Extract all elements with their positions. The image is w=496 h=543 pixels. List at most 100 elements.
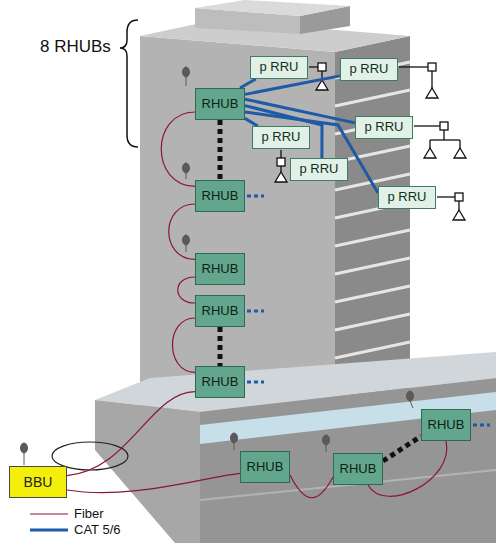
box-text: RHUB: [428, 418, 465, 433]
cat-cable-stubs: [247, 196, 490, 425]
antenna-cable: [443, 130, 444, 140]
box-text: RHUB: [202, 304, 239, 319]
cat-cable: [240, 79, 256, 88]
prru-box: p RRU: [252, 126, 310, 149]
box-text: RHUB: [202, 262, 239, 277]
box-text: RHUB: [202, 189, 239, 204]
box-text: RHUB: [202, 375, 239, 390]
bracket: [120, 20, 138, 147]
splitter: [455, 193, 463, 201]
power-plug-cord: [24, 453, 25, 465]
rhub-box: RHUB: [421, 409, 471, 441]
splitter: [318, 63, 326, 71]
podium-glass-band: [200, 392, 496, 444]
power-plug-cord: [326, 445, 327, 452]
fiber-cable: [173, 318, 196, 372]
box-text: RHUB: [202, 97, 239, 112]
splitter: [277, 158, 285, 166]
power-plug-cord: [234, 443, 235, 450]
box-text: BBU: [24, 474, 53, 490]
splitter: [428, 63, 436, 71]
antenna-cable: [399, 66, 428, 67]
floor-stripe: [335, 342, 410, 358]
fiber-cable: [67, 473, 240, 492]
power-plug-cord: [186, 77, 187, 86]
fiber-cable: [161, 112, 195, 186]
antenna-cable: [458, 201, 459, 210]
legend-text: CAT 5/6: [74, 522, 120, 537]
penthouse-roof: [195, 0, 350, 16]
floor-stripe: [335, 258, 410, 274]
power-plugs: [21, 67, 414, 465]
legend-text: Fiber: [74, 506, 104, 521]
omitted-rhub-link: [383, 436, 421, 461]
legend-sample-line: [30, 528, 68, 531]
fiber-cable: [67, 392, 195, 476]
floor-stripe: [335, 286, 410, 302]
podium: [95, 352, 496, 543]
legend-sample: [30, 523, 68, 537]
floor-stripe: [335, 314, 410, 330]
box-text: p RRU: [259, 60, 298, 75]
power-plug: [183, 235, 190, 245]
power-plug: [183, 163, 190, 173]
podium-front-face: [200, 378, 496, 543]
omitted-rhub-link: [218, 120, 223, 180]
antenna-cable: [309, 66, 318, 67]
prru-box: p RRU: [250, 56, 308, 79]
cat-cable: [245, 118, 258, 126]
legend-row: CAT 5/6: [30, 522, 120, 537]
cat-cable-stub: [473, 424, 490, 427]
power-plug: [231, 433, 238, 443]
power-plug: [21, 443, 28, 453]
antenna-symbol: [424, 148, 436, 158]
group-label: 8 RHUBs: [40, 37, 111, 57]
box-text: p RRU: [387, 190, 426, 205]
power-plug: [323, 435, 330, 445]
floor-stripes: [335, 62, 410, 358]
antenna-symbol: [426, 88, 438, 98]
rhub-box: RHUB: [195, 366, 245, 398]
rhub-box: RHUB: [195, 180, 245, 212]
floor-stripe: [335, 90, 410, 106]
box-text: p RRU: [299, 162, 338, 177]
prru-box: p RRU: [290, 158, 348, 181]
omitted-rhub-link: [218, 327, 223, 366]
cat-cable-stub: [247, 310, 264, 313]
power-plug-cord: [186, 245, 187, 252]
antenna-cable: [430, 139, 460, 140]
box-text: p RRU: [364, 120, 403, 135]
bbu-box: BBU: [9, 466, 67, 498]
cat-cable-stub: [247, 381, 264, 384]
antenna-cable: [280, 150, 281, 158]
legend-sample: [30, 507, 68, 521]
power-plug-cord: [186, 173, 187, 179]
antenna-symbol: [454, 148, 466, 158]
label-text: 8 RHUBs: [40, 37, 111, 57]
antenna-cable: [431, 71, 432, 88]
fiber-cable: [178, 277, 195, 303]
legend-sample-line: [30, 513, 68, 514]
antenna-cable: [414, 125, 440, 126]
prru-box: p RRU: [355, 116, 413, 139]
antenna-cable: [437, 196, 455, 197]
power-plug-cord: [410, 401, 413, 408]
power-plug: [183, 67, 190, 77]
rhub-box: RHUB: [195, 295, 245, 327]
power-plug: [407, 391, 414, 401]
antenna-symbol: [453, 210, 465, 220]
rhub-box: RHUB: [195, 253, 245, 285]
box-text: p RRU: [261, 130, 300, 145]
rhub-box: RHUB: [333, 453, 383, 485]
rhub-box: RHUB: [195, 88, 245, 120]
antenna-symbol: [275, 172, 287, 182]
splitter: [440, 122, 448, 130]
box-text: RHUB: [340, 462, 377, 477]
floor-stripe: [335, 230, 410, 246]
cat-cable-stub: [247, 195, 264, 198]
box-text: p RRU: [349, 62, 388, 77]
legend-row: Fiber: [30, 506, 104, 521]
box-text: RHUB: [247, 460, 284, 475]
fiber-cable: [290, 475, 333, 498]
